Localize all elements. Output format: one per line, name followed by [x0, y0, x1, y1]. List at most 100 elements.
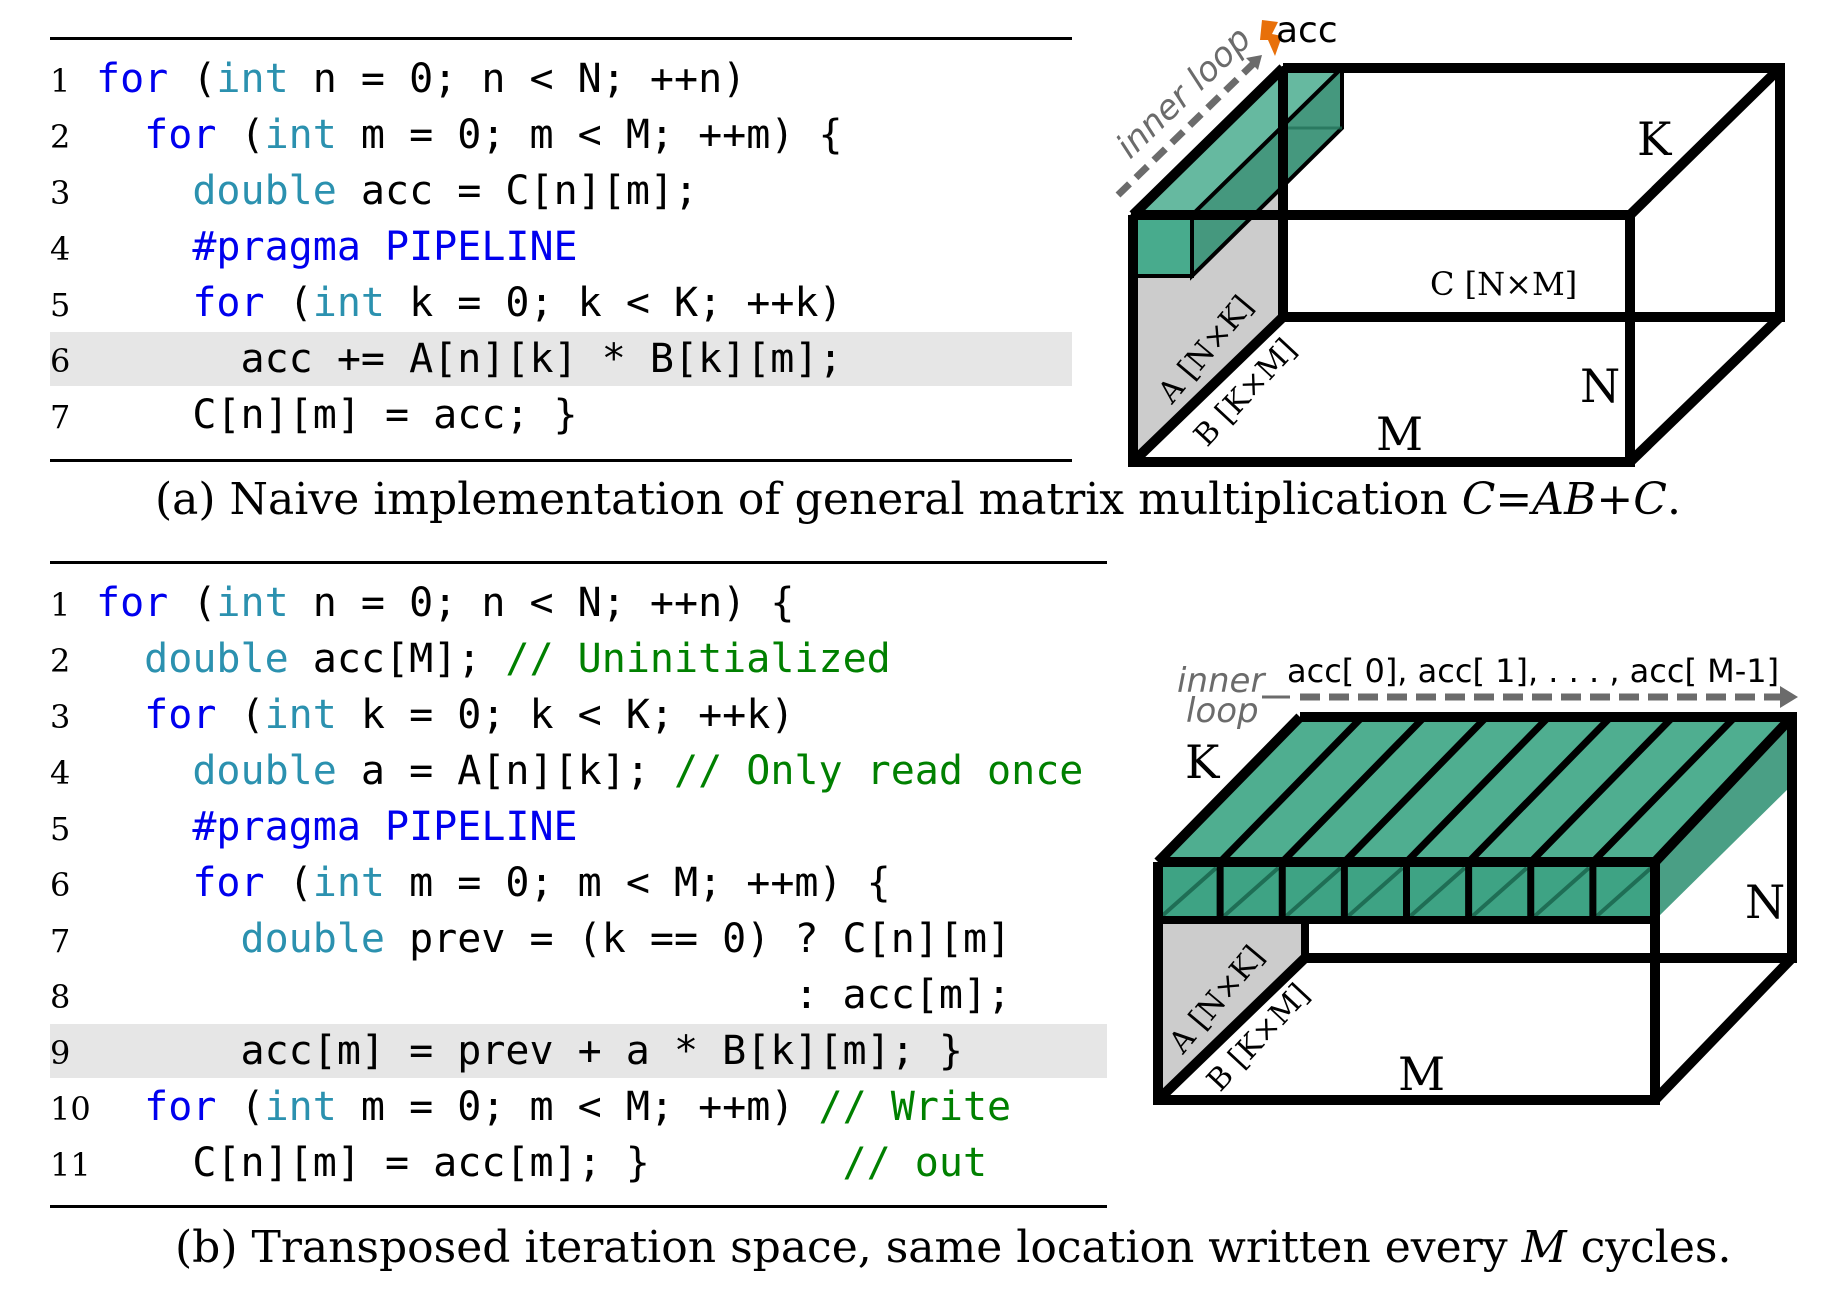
- caption-a: (a) Naive implementation of general matr…: [155, 474, 1681, 525]
- acc-slab-side: [1655, 717, 1792, 920]
- code-token: for: [192, 860, 265, 906]
- line-number: 11: [50, 1146, 91, 1184]
- code-token: m = 0; m < M; ++m) {: [336, 112, 843, 158]
- acc-slice-diagonal: [1160, 866, 1218, 918]
- line-number: 5: [50, 810, 71, 848]
- line-number: 4: [50, 230, 71, 268]
- line-number: 7: [50, 398, 71, 436]
- caption-b-math: M: [1521, 1222, 1567, 1273]
- box-b-edge-br: [1651, 954, 1796, 1104]
- code-token: #pragma PIPELINE: [192, 224, 578, 270]
- acc-slice-top-divider: [1279, 714, 1427, 865]
- line-number: 6: [50, 342, 71, 380]
- code-token: k = 0; k < K; ++k): [336, 692, 795, 738]
- acc-slice-top-divider: [1341, 714, 1489, 865]
- code-token: int: [216, 580, 289, 626]
- code-token: acc[M];: [288, 636, 506, 682]
- code-token: int: [264, 692, 337, 738]
- code-line: 6 acc += A[n][k] * B[k][m];: [50, 332, 1072, 386]
- code-token: acc += A[n][k] * B[k][m];: [96, 336, 843, 382]
- line-number: 10: [50, 1090, 91, 1128]
- acc-slice-top-divider: [1217, 714, 1365, 865]
- code-token: for: [192, 280, 265, 326]
- box-a-edge-tr: [1626, 64, 1784, 219]
- code-line: 9 acc[m] = prev + a * B[k][m]; }: [50, 1024, 1107, 1078]
- inner-loop-arrowhead-a: [1246, 55, 1262, 70]
- acc-slice-top-divider: [1466, 714, 1614, 865]
- line-number: 9: [50, 1034, 71, 1072]
- line-number: 6: [50, 866, 71, 904]
- code-token: for: [144, 112, 217, 158]
- code-line: 11 C[n][m] = acc[m]; } // out: [50, 1136, 1107, 1190]
- caption-b-suffix: cycles.: [1566, 1222, 1732, 1273]
- n-label-b: N: [1745, 875, 1785, 929]
- code-line: 3 double acc = C[n][m];: [50, 164, 1072, 218]
- caption-b-text: (b) Transposed iteration space, same loc…: [175, 1222, 1522, 1273]
- code-b-top-rule: [50, 561, 1107, 564]
- code-line: 10 for (int m = 0; m < M; ++m) // Write: [50, 1080, 1107, 1134]
- code-token: k = 0; k < K; ++k): [385, 280, 843, 326]
- code-token: // out: [842, 1140, 988, 1186]
- code-line: 6 for (int m = 0; m < M; ++m) {: [50, 856, 1107, 910]
- code-token: int: [312, 280, 385, 326]
- acc-slice-diagonal: [1533, 866, 1591, 918]
- k-label-a: K: [1637, 112, 1673, 166]
- code-a-top-rule: [50, 37, 1072, 40]
- acc-sequence-label: acc[ 0], acc[ 1], . . . , acc[ M-1]: [1287, 652, 1779, 690]
- code-line: 8 : acc[m];: [50, 968, 1107, 1022]
- code-line: 4 #pragma PIPELINE: [50, 220, 1072, 274]
- acc-label-a: acc: [1276, 10, 1338, 51]
- code-line: 2 for (int m = 0; m < M; ++m) {: [50, 108, 1072, 162]
- caption-a-suffix: .: [1666, 474, 1681, 525]
- caption-a-text: (a) Naive implementation of general matr…: [155, 474, 1462, 525]
- m-label-a: M: [1376, 407, 1423, 461]
- line-number: 7: [50, 922, 71, 960]
- box-b-edge-tl: [1154, 713, 1304, 866]
- code-b-bottom-rule: [50, 1205, 1107, 1208]
- acc-slice-diagonal: [1347, 866, 1404, 918]
- code-line: 3 for (int k = 0; k < K; ++k): [50, 688, 1107, 742]
- code-line: 7 double prev = (k == 0) ? C[n][m]: [50, 912, 1107, 966]
- code-token: for: [96, 56, 169, 102]
- caption-a-math: C=AB+C: [1461, 474, 1667, 525]
- code-token: (: [264, 280, 313, 326]
- line-number: 2: [50, 642, 71, 680]
- k-label-b: K: [1185, 735, 1221, 789]
- code-token: n = 0; n < N; ++n) {: [288, 580, 795, 626]
- code-line: 4 double a = A[n][k]; // Only read once: [50, 744, 1107, 798]
- acc-slice-diagonal: [1284, 866, 1342, 918]
- code-token: int: [312, 860, 385, 906]
- inner-label-b: inner: [1177, 661, 1266, 701]
- code-token: m = 0; m < M; ++m): [336, 1084, 819, 1130]
- code-token: // Write: [818, 1084, 1012, 1130]
- code-token: double: [240, 916, 386, 962]
- acc-slice-diagonal: [1222, 866, 1280, 918]
- code-token: (: [216, 112, 265, 158]
- acc-slice-diagonal: [1409, 866, 1466, 918]
- diagram-a: inner loop acc K C [N×M] N M A [N×K] B […: [1108, 10, 1785, 467]
- code-token: acc[m] = prev + a * B[k][m]; }: [96, 1028, 963, 1074]
- loop-label-b: loop: [1186, 691, 1259, 731]
- code-token: double: [144, 636, 289, 682]
- code-token: acc = C[n][m];: [336, 168, 699, 214]
- acc-slices: [1160, 714, 1738, 920]
- box-a-edge-br: [1626, 313, 1784, 466]
- code-token: m = 0; m < M; ++m) {: [385, 860, 891, 906]
- c-label-a: C [N×M]: [1430, 265, 1577, 303]
- diagram-b: acc[ 0], acc[ 1], . . . , acc[ M-1] inne…: [1153, 652, 1798, 1105]
- code-token: // Only read once: [673, 748, 1084, 794]
- line-number: 1: [50, 586, 71, 624]
- line-number: 3: [50, 698, 71, 736]
- box-b-back: [1300, 712, 1797, 963]
- code-token: int: [264, 112, 337, 158]
- code-line: 5 #pragma PIPELINE: [50, 800, 1107, 854]
- code-token: (: [216, 1084, 265, 1130]
- line-number: 8: [50, 978, 71, 1016]
- code-token: int: [264, 1084, 337, 1130]
- acc-slice-diagonal: [1595, 866, 1653, 918]
- code-token: a = A[n][k];: [336, 748, 674, 794]
- line-number: 1: [50, 62, 71, 100]
- code-token: for: [144, 692, 217, 738]
